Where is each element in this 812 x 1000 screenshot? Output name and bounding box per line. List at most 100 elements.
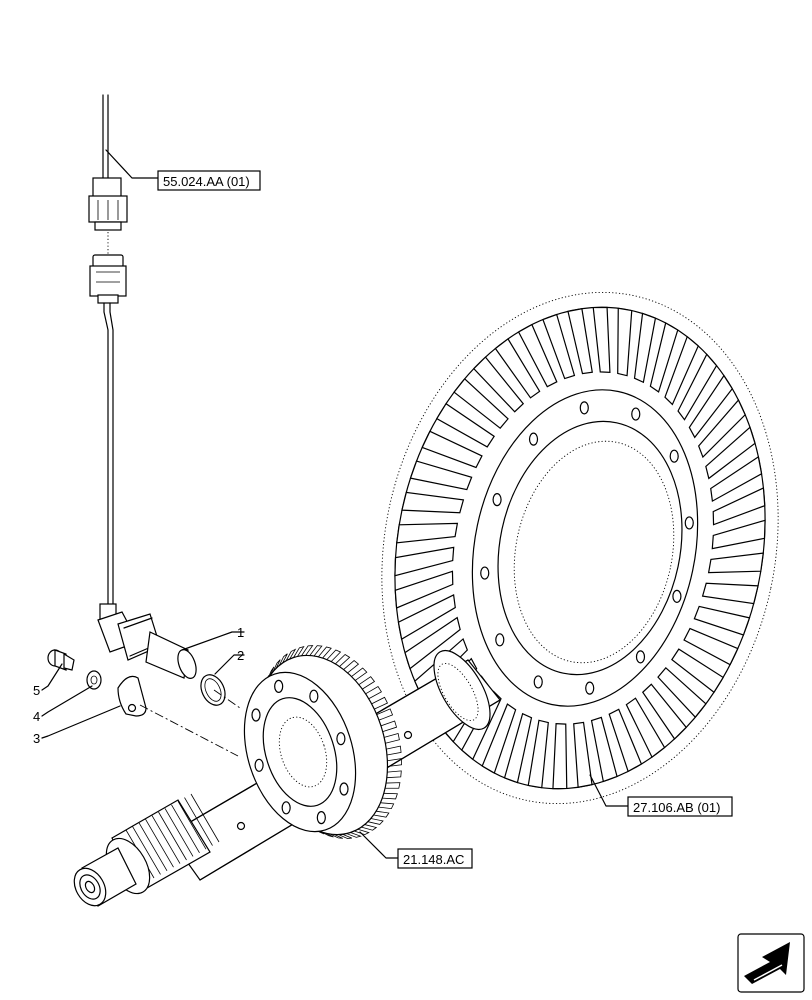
ring-gear-tooth [401,491,465,514]
callout-5: 5 [33,683,40,698]
callout-4: 4 [33,709,40,724]
helical-gear-tooth [354,828,370,836]
ring-gear-tooth [396,522,459,544]
ref-shaft-gear-text: 21.148.AC [403,852,464,867]
callout-1: 1 [237,625,244,640]
ring-gear-tooth [592,306,611,373]
helical-gear-tooth [386,770,402,779]
reference-label-shaft-gear[interactable]: 21.148.AC [397,848,473,869]
speed-sensor-assembly [88,94,197,679]
ring-gear-tooth [436,402,495,448]
ring-gear-tooth [453,377,509,430]
helical-gear-hole [336,732,346,746]
helical-gear-hole [316,811,326,825]
helical-gear-tooth [386,745,402,756]
ring-gear-hole [672,589,682,603]
ring-gear-tooth [404,616,461,670]
callout-3: 3 [33,731,40,746]
ring-gear-tooth [641,683,688,740]
ring-gear-hole [533,675,543,689]
ring-gear-hole [635,650,646,664]
spline-line [164,808,194,857]
helical-gear-tooth [384,732,400,744]
leader-lines [41,149,629,859]
ring-gear-hole [585,681,595,695]
ring-gear-tooth [517,323,558,388]
ring-gear-hole [480,566,490,580]
ring-gear-tooth [494,338,541,399]
ring-gear-tooth [542,313,576,380]
helical-gear-hole [309,689,319,703]
spline-line [145,818,174,868]
helical-gear-tooth [335,654,351,667]
ring-gear-tooth [397,593,456,641]
ring-gear-hole [684,516,694,530]
ring-gear-tooth [683,627,739,666]
helical-gear-tooth [367,818,384,825]
ring-gear-tooth [697,399,746,459]
ring-gear-tooth [503,712,533,784]
helical-gear-tooth [326,649,342,662]
helical-gear-hole [281,801,291,815]
ring-gear-bolt-holes [480,401,694,695]
ring-gear-tooth [608,708,643,773]
cap-screw [47,649,75,671]
helical-gear-tooth [351,667,368,681]
helical-gear-tooth [376,708,394,721]
shaft-assembly [73,645,501,907]
ring-gear-hole [669,449,679,463]
reference-label-ring-gear[interactable]: 27.106.AB (01) [627,796,733,817]
ring-gear-tooth [664,335,699,406]
ring-gear-tooth [693,605,751,636]
helical-gear-tooth [343,660,360,674]
helical-gear-teeth [256,645,402,839]
ring-gear-tooth [649,322,679,393]
ring-gear-tooth [409,460,473,491]
ring-gear-tooth [671,648,724,694]
helical-gear-holes [251,679,349,825]
spline-line [177,800,207,850]
ring-gear-hole [495,633,505,647]
helical-gear-tooth [378,802,395,810]
helical-gear-tooth [358,676,376,690]
ring-gear-tooth [625,697,666,758]
helical-gear-hole [339,782,349,796]
ring-gear-tooth [590,716,618,783]
helical-gear-hole [251,708,261,722]
helical-gear-tooth [382,792,398,800]
ring-gear-tooth [394,546,455,577]
ring-gear-tooth [707,552,764,574]
harness-connector-icon [88,177,128,231]
spline-line [158,811,187,861]
ring-gear-tooth [633,312,657,384]
helical-gear-tooth [380,720,398,732]
ring-gear-tooth [573,721,593,788]
helical-gear-tooth [373,810,390,818]
sensor-connector-icon [89,254,127,304]
ring-gear-hole [528,432,539,446]
reference-label-sensor-harness[interactable]: 55.024.AA (01) [157,170,261,191]
ring-gear-tooth [527,719,549,789]
next-page-arrow-icon[interactable] [737,933,805,993]
o-ring [200,674,226,706]
ring-gear-tooth [677,353,718,421]
helical-gear-tooth [387,758,402,767]
ring-gear-tooth [472,356,525,413]
ring-gear-tooth [657,666,707,719]
helical-gear-tooth [317,646,332,659]
ring-gear-tooth [705,426,756,480]
helical-gear-tooth [309,645,323,657]
ring-gear-tooth [567,308,593,375]
spline-line [190,793,220,843]
ring-gear-tooth [688,374,733,439]
helical-gear-tooth [365,686,382,700]
helical-gear-hole [274,679,284,693]
ring-gear-tooth [552,723,568,790]
helical-gear-tooth [361,824,378,831]
helical-gear-hole [254,758,264,772]
spline-line [184,797,213,846]
helical-gear-tooth [346,832,362,838]
helical-gear-tooth [321,831,334,838]
ring-gear-tooth [421,430,483,469]
